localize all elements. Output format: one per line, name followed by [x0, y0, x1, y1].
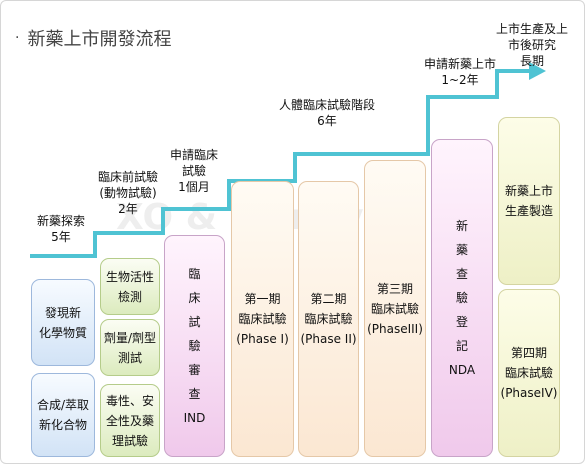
box-phase-2: 第二期 臨床試驗 (Phase II): [298, 181, 359, 457]
box-phase-1: 第一期 臨床試驗 (Phase I): [231, 181, 294, 457]
arrow-head-icon: [529, 62, 546, 80]
stage-label-preclinical: 臨床前試驗 (動物試驗) 2年: [97, 170, 158, 216]
box-phase-4: 第四期 臨床試驗 (PhaseIV): [498, 289, 560, 457]
box-toxicity-test: 毒性、安 全性及藥 理試驗: [100, 384, 160, 457]
box-phase-3: 第三期 臨床試驗 (PhaseIII): [364, 160, 426, 457]
title-text: 新藥上市開發流程: [27, 29, 172, 50]
page-title: · 新藥上市開發流程: [15, 25, 171, 51]
box-ind-review: 臨 床 試 驗 審 查 IND: [164, 235, 225, 457]
stage-label-human-trials: 人體臨床試驗階段 6年: [278, 98, 375, 128]
box-bioactivity-test: 生物活性 檢測: [100, 258, 160, 315]
stage-label-discovery: 新藥探索 5年: [36, 214, 85, 244]
box-synthesize-compound: 合成/萃取 新化合物: [31, 373, 95, 457]
box-dosage-test: 劑量/劑型 測試: [100, 319, 160, 376]
stage-label-postmarket: 上市生產及上 市後研究 長期: [495, 22, 568, 68]
box-market-production: 新藥上市 生產製造: [498, 117, 560, 285]
box-discover-compound: 發現新 化學物質: [31, 279, 95, 366]
stage-label-apply-clinical: 申請臨床 試驗 1個月: [169, 148, 218, 194]
title-bullet: ·: [15, 30, 20, 46]
box-nda-registration: 新 藥 查 驗 登 記 NDA: [431, 139, 493, 457]
stage-label-nda: 申請新藥上市 1~2年: [423, 57, 496, 87]
